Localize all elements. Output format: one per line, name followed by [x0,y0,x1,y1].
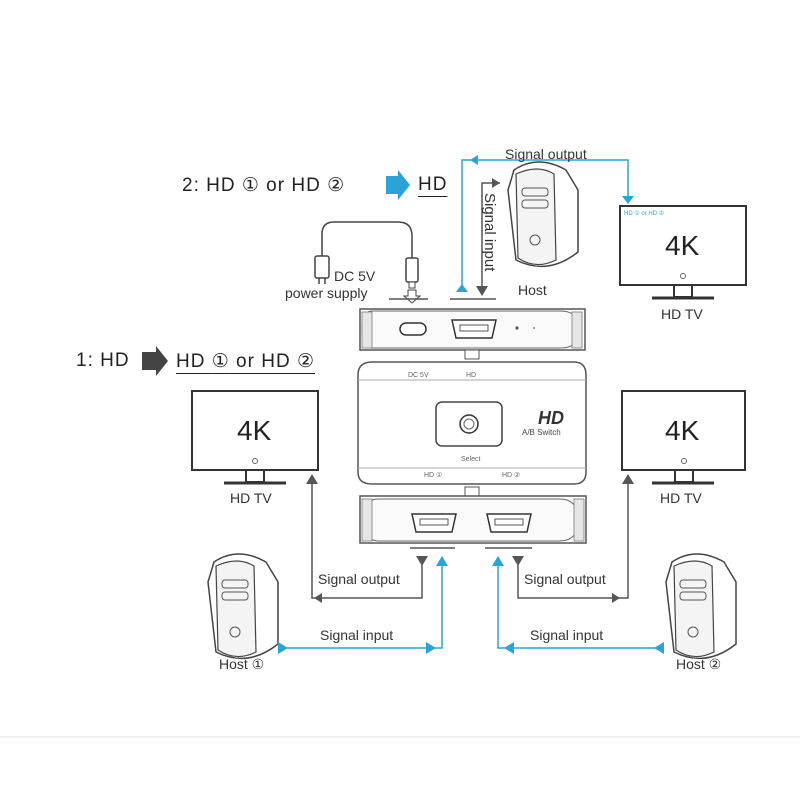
host-top-label: Host [518,282,547,298]
signal-input-right-label: Signal input [530,627,604,643]
mode2-arrow-icon [386,170,410,200]
right-output-down-arrow-icon [512,556,524,566]
tv-top-small-text: HD ① or HD ② [624,211,665,217]
tv-right [621,390,746,485]
mode1-arrow-icon [142,346,168,376]
right-input-up-arrow-icon [492,556,504,566]
mode1-caption: 1: HD [76,350,130,371]
host1-icon [207,553,279,660]
top-input-down-arrow-icon [476,286,488,296]
switch-front-panel [359,486,587,544]
rear-port-dc-label: DC 5V [408,372,429,379]
power-supply-label: power supply [285,285,368,301]
top-output-down-arrow-icon [622,196,634,204]
hd-tv-right-label: HD TV [660,490,702,506]
hd-tv-left-label: HD TV [230,490,272,506]
host2-label: Host ② [676,656,722,672]
signal-output-left-label: Signal output [318,571,400,587]
tv-top-4k: 4K [665,230,700,261]
mode2-caption: 2: HD ① or HD ② [182,175,346,196]
left-input-right-arrow-icon [278,642,288,654]
left-output-up-arrow-icon [306,474,318,484]
mode1-target: HD ① or HD ② [176,351,316,372]
port2-label: HD ② [502,472,521,479]
top-output-up-arrow-icon [456,284,468,292]
dc-port-icon [399,322,427,336]
select-label: Select [461,456,481,463]
device-brand: HD [538,408,564,428]
rear-port-hd-label: HD [466,372,477,379]
switch-rear-panel [359,308,586,360]
power-cable-icon [314,221,422,304]
top-signal-output-line [461,159,629,292]
switch-body [357,361,587,485]
host-top-icon [507,161,579,268]
host2-icon [665,553,737,660]
port1-label: HD ① [424,472,443,479]
left-signal-output-line [311,478,423,599]
device-subtitle: A/B Switch [522,428,561,437]
tv-right-4k: 4K [665,415,700,446]
signal-input-vertical-label: Signal input [481,193,498,272]
host1-label: Host ① [219,656,265,672]
left-signal-input-line [282,562,443,649]
left-input-up-arrow-icon [436,556,448,566]
right-signal-output-line [517,478,629,599]
right-output-up-arrow-icon [622,474,634,484]
hd-tv-top-label: HD TV [661,306,703,322]
left-output-down-arrow-icon [416,556,428,566]
signal-output-right-label: Signal output [524,571,606,587]
tv-left-4k: 4K [237,415,272,446]
right-input-left-arrow-icon [654,642,664,654]
tv-top [619,205,747,300]
tv-left [191,390,319,485]
dc-label: DC 5V [334,268,376,284]
mode2-target: HD [418,174,448,195]
signal-output-top-label: Signal output [505,146,587,162]
right-signal-input-line [497,562,660,649]
signal-input-left-label: Signal input [320,627,394,643]
